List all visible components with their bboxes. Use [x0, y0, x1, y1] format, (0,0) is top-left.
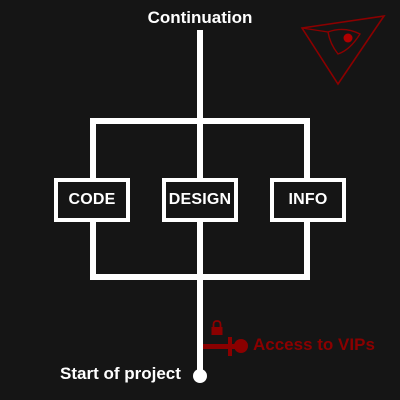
eye-triangle-logo	[300, 14, 386, 86]
code-node-label: CODE	[68, 191, 116, 208]
continuation-label[interactable]: Continuation	[147, 8, 253, 27]
design-node-button[interactable]: DESIGN	[162, 178, 238, 222]
vip-branch-dot[interactable]	[234, 339, 248, 353]
vip-branch-tick	[228, 337, 232, 356]
vip-access-link[interactable]: Access to VIPs	[253, 335, 375, 354]
code-node-button[interactable]: CODE	[54, 178, 130, 222]
info-node-button[interactable]: INFO	[270, 178, 346, 222]
design-node-label: DESIGN	[168, 191, 232, 208]
trunk-line-top	[197, 30, 203, 124]
vip-branch-line	[203, 344, 239, 349]
lock-icon	[211, 320, 223, 335]
trunk-line-bottom	[197, 276, 203, 376]
info-node-label: INFO	[288, 191, 328, 208]
start-dot[interactable]	[193, 369, 207, 383]
start-of-project-label[interactable]: Start of project	[60, 364, 181, 383]
